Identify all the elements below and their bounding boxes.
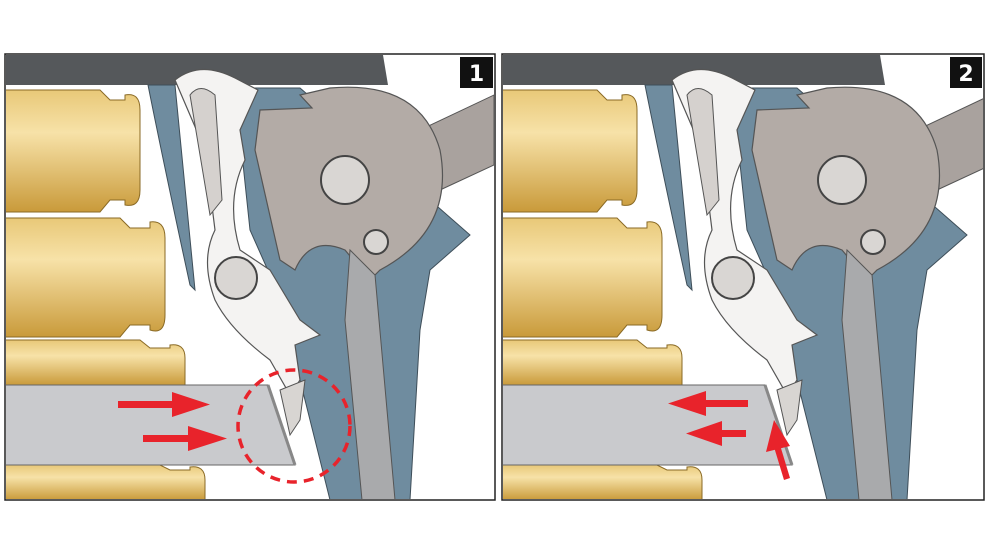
panel-number: 2 (958, 62, 973, 87)
panel-2: 2 (501, 53, 985, 501)
panel-badge (460, 57, 493, 88)
arrow-up (766, 420, 790, 480)
panel-border (4, 53, 496, 501)
arrow-right-lower (143, 426, 227, 451)
arrow-left-upper (668, 391, 748, 416)
highlight-dashed-circle (236, 368, 352, 484)
panel-badge (950, 57, 982, 88)
arrow-left-lower (686, 421, 746, 446)
panel-number: 1 (469, 62, 484, 87)
arrow-right-upper (118, 392, 210, 417)
panel-1: 1 (4, 53, 496, 501)
panel-border (501, 53, 985, 501)
